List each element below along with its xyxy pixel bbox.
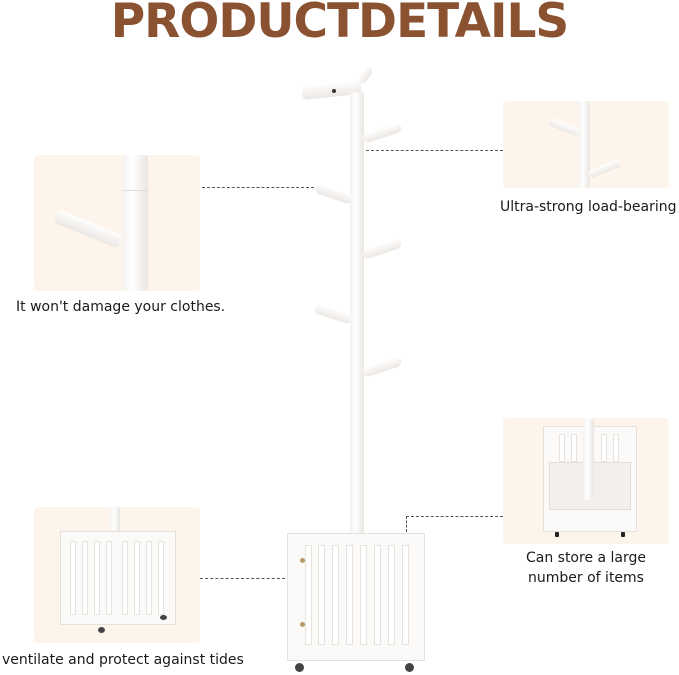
hook-peg	[361, 121, 403, 144]
bolt-icon	[300, 622, 305, 627]
main-pole	[350, 92, 364, 537]
leader-line	[406, 516, 407, 532]
feature-caption-storage-line2: number of items	[528, 570, 644, 586]
page-title: PRODUCTDETAILS	[110, 0, 570, 49]
hook-peg	[314, 183, 354, 205]
leader-line	[366, 150, 503, 151]
feature-caption-storage-line1: Can store a large	[525, 550, 647, 566]
leader-line	[406, 516, 503, 517]
feature-image-ventilate	[34, 507, 200, 643]
hook-peg	[361, 237, 403, 260]
feature-image-hook	[34, 155, 200, 291]
caster-wheel-icon	[295, 663, 304, 672]
hook-peg	[361, 355, 403, 378]
hook-peg	[313, 303, 353, 325]
screw-icon	[332, 89, 336, 93]
leader-line	[200, 578, 285, 579]
bolt-icon	[300, 558, 305, 563]
feature-image-load	[503, 101, 669, 188]
top-hook-tip	[356, 65, 375, 86]
feature-image-storage	[503, 418, 669, 544]
feature-caption-load: Ultra-strong load-bearing	[500, 199, 677, 215]
feature-caption-ventilate: ventilate and protect against tides	[2, 652, 244, 668]
feature-caption-hook: It won't damage your clothes.	[16, 299, 226, 315]
caster-wheel-icon	[405, 663, 414, 672]
leader-line	[202, 187, 314, 188]
